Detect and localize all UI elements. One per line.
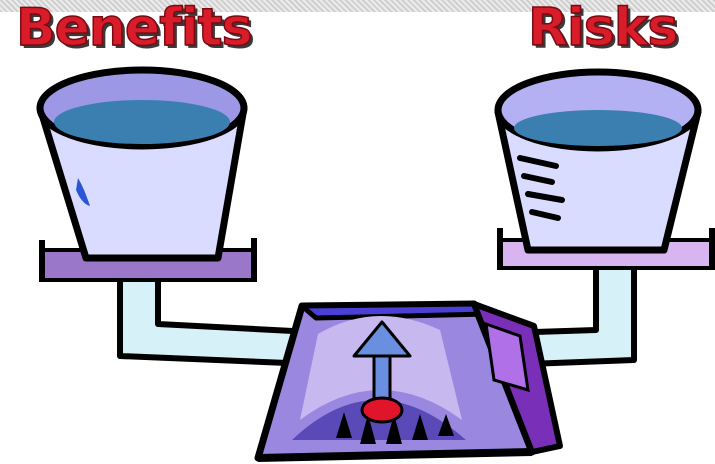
benefits-bucket xyxy=(40,70,244,258)
scale-base xyxy=(258,304,560,458)
left-scale-arm xyxy=(120,272,312,364)
risks-bucket xyxy=(498,72,698,250)
pivot-dot xyxy=(362,398,402,422)
